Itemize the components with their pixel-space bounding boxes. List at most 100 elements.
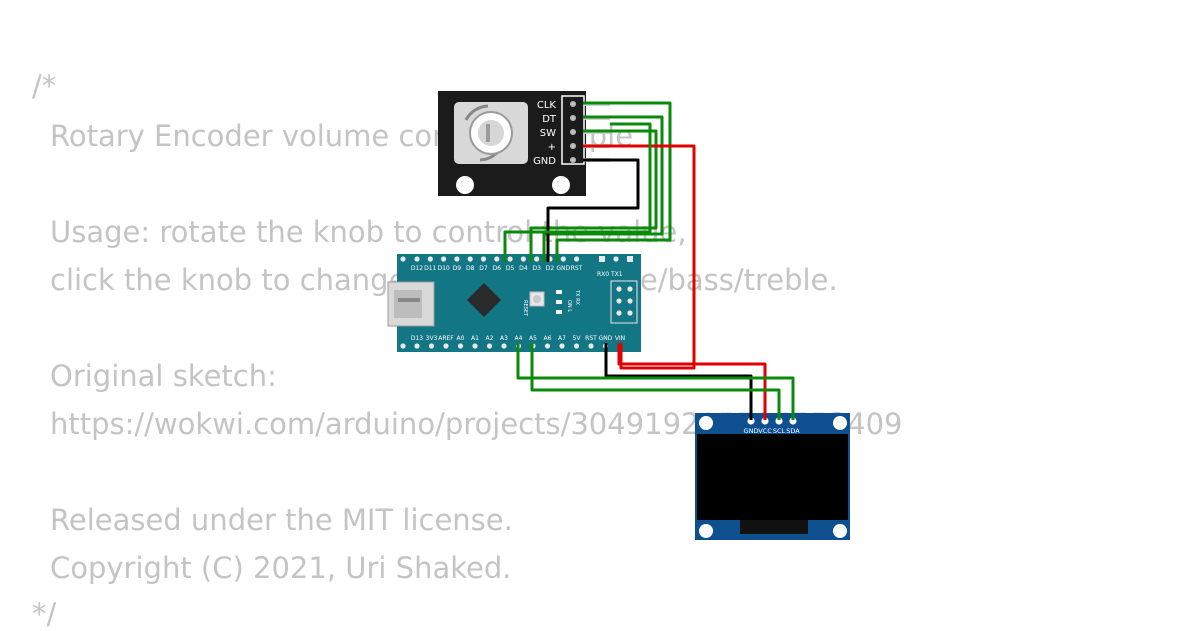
encoder-pin-pad xyxy=(570,129,576,135)
wire-d5[interactable] xyxy=(503,122,652,262)
oled-pin[interactable] xyxy=(761,417,769,425)
oled-pin[interactable] xyxy=(775,417,783,425)
nano-top-pin[interactable] xyxy=(599,256,605,262)
nano-top-pin[interactable] xyxy=(627,256,633,262)
nano-bottom-pin[interactable] xyxy=(501,343,507,349)
mounting-hole xyxy=(552,176,570,194)
nano-bottom-pin-label: A4 xyxy=(515,335,523,342)
nano-top-pin[interactable] xyxy=(560,256,566,262)
encoder-pin-label: DT xyxy=(542,114,557,125)
nano-top-pin-label: D4 xyxy=(519,265,528,272)
mounting-hole xyxy=(833,416,847,430)
nano-top-pin[interactable] xyxy=(427,256,433,262)
nano-bottom-pin[interactable] xyxy=(472,343,478,349)
nano-top-pin[interactable] xyxy=(520,256,527,262)
encoder-pin-label: + xyxy=(548,142,556,153)
nano-bottom-pin-label: A0 xyxy=(457,335,465,342)
nano-bottom-pin[interactable] xyxy=(588,343,594,349)
nano-bottom-pin-label: VIN xyxy=(615,335,625,342)
nano-top-pin[interactable] xyxy=(574,256,580,262)
encoder-pin-pad xyxy=(570,101,576,107)
mounting-hole xyxy=(699,416,713,430)
nano-bottom-pin[interactable] xyxy=(457,343,464,349)
nano-bottom-pin-label: A1 xyxy=(471,335,479,342)
nano-top-pin[interactable] xyxy=(534,256,540,262)
led xyxy=(556,300,562,304)
wire-clk[interactable] xyxy=(555,101,672,262)
comment-copyright: Copyright (C) 2021, Uri Shaked. xyxy=(50,551,512,585)
nano-top-pin[interactable] xyxy=(400,256,406,262)
nano-bottom-pin[interactable] xyxy=(544,343,551,349)
oled-screen xyxy=(697,434,848,520)
led xyxy=(556,290,562,294)
icsp-header xyxy=(610,280,638,324)
reset-button-cap xyxy=(533,295,541,303)
nano-bottom-pin[interactable] xyxy=(414,343,420,349)
oled-pins xyxy=(747,417,797,425)
encoder-shaft-flat xyxy=(486,124,490,142)
nano-bottom-pin-label: GND xyxy=(599,335,613,342)
usb-port xyxy=(394,290,422,318)
nano-bottom-pin[interactable] xyxy=(486,343,493,349)
nano-bottom-pin[interactable] xyxy=(400,343,406,349)
wire-sda[interactable] xyxy=(516,343,795,420)
wire-gnd-encoder[interactable] xyxy=(546,158,640,262)
wire-vcc-encoder[interactable] xyxy=(583,144,696,370)
icsp-pins xyxy=(616,286,633,316)
comment-license: Released under the MIT license. xyxy=(50,503,513,537)
nano-bottom-pin-label: A2 xyxy=(486,335,494,342)
nano-bottom-pin[interactable] xyxy=(573,343,580,349)
nano-bottom-pin-label: A7 xyxy=(558,335,566,342)
comment-open: /* xyxy=(32,69,57,103)
nano-bottom-pin-label: 5V xyxy=(573,335,582,342)
nano-top-pin-label: D9 xyxy=(453,265,462,272)
icsp-pin xyxy=(616,310,622,316)
wire-dt[interactable] xyxy=(542,115,664,262)
nano-top-pin-label: D8 xyxy=(466,265,475,272)
icsp-pin xyxy=(627,310,633,316)
nano-bottom-pin-label: D13 xyxy=(411,335,423,342)
rx-tx-label: RX0 TX1 xyxy=(597,271,623,278)
encoder-arrow-icon xyxy=(464,104,489,121)
nano-top-pin[interactable] xyxy=(507,256,513,262)
on-label: ON L xyxy=(566,300,572,312)
wire-gnd-oled[interactable] xyxy=(604,343,753,420)
nano-top-pin[interactable] xyxy=(454,256,460,262)
oled-pin-label: SDA xyxy=(786,427,800,435)
mcu-chip xyxy=(467,283,501,317)
nano-bottom-pin-label: A5 xyxy=(529,335,537,342)
reset-label: RESET xyxy=(522,300,528,317)
wire-vcc-oled[interactable] xyxy=(617,343,767,420)
wire-scl[interactable] xyxy=(530,343,781,420)
encoder-pin-pad xyxy=(570,143,576,149)
nano-top-pin-label: D2 xyxy=(546,265,555,272)
nano-top-pin[interactable] xyxy=(480,256,487,262)
nano-top-pin[interactable] xyxy=(494,256,500,262)
nano-bottom-pin-label: A3 xyxy=(500,335,508,342)
nano-bottom-pin[interactable] xyxy=(559,343,565,349)
nano-bottom-pin-label: A6 xyxy=(544,335,552,342)
encoder-pin-label: CLK xyxy=(537,100,557,111)
nano-bottom-pin[interactable] xyxy=(443,343,449,349)
nano-top-pin[interactable] xyxy=(414,256,420,262)
nano-board xyxy=(397,254,641,352)
led xyxy=(556,310,562,314)
oled-pin-label: VCC xyxy=(758,427,772,435)
nano-top-pin[interactable] xyxy=(613,256,619,262)
wire-sw[interactable] xyxy=(529,129,658,262)
nano-bottom-pin[interactable] xyxy=(428,343,435,349)
encoder-pin-pad xyxy=(570,115,576,121)
nano-bottom-pin-label: AREF xyxy=(438,335,454,342)
oled-pin[interactable] xyxy=(789,417,797,425)
oled-pin[interactable] xyxy=(747,417,755,425)
nano-top-pin[interactable] xyxy=(441,256,447,262)
nano-top-pin[interactable] xyxy=(467,256,473,262)
nano-top-pin-label: D7 xyxy=(479,265,488,272)
oled-pin-label: GND xyxy=(744,427,759,435)
